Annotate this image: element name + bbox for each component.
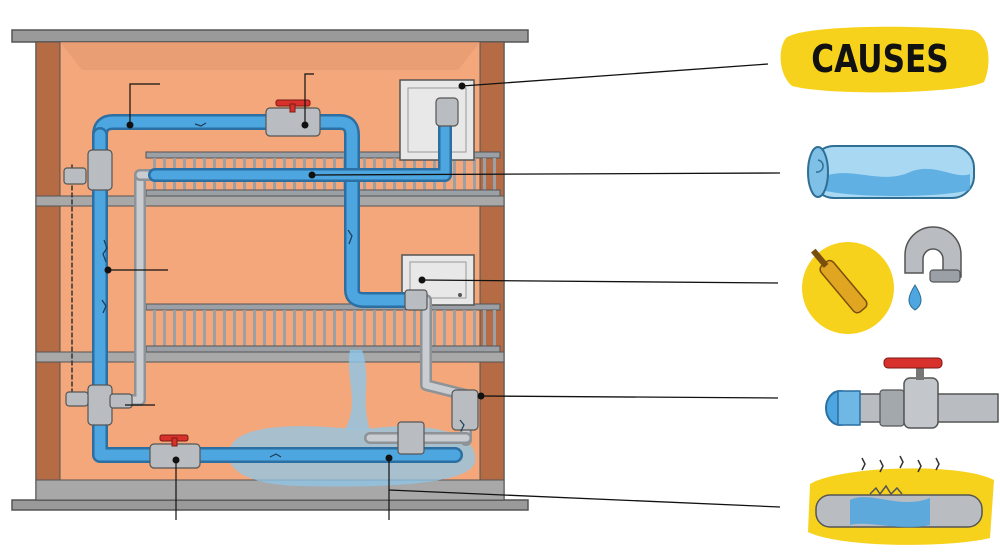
building-cutaway <box>11 29 529 511</box>
shutoff-valve-icon <box>825 357 999 429</box>
leader-lines <box>311 63 781 508</box>
causes-heading: CAUSES <box>811 37 949 81</box>
callout-dots <box>104 82 485 464</box>
pipe-fittings <box>63 97 479 469</box>
blue-pipes <box>71 114 463 463</box>
callout-markers <box>108 73 390 520</box>
frozen-pipe-icon <box>807 145 975 199</box>
pipe-cracks <box>101 122 465 458</box>
balcony-railing-lower <box>145 303 501 353</box>
causes-badge <box>780 26 989 93</box>
red-valve-handles <box>159 99 311 447</box>
corroded-pipe-icon <box>808 455 994 545</box>
clogged-drain-tool-icon <box>802 226 962 334</box>
